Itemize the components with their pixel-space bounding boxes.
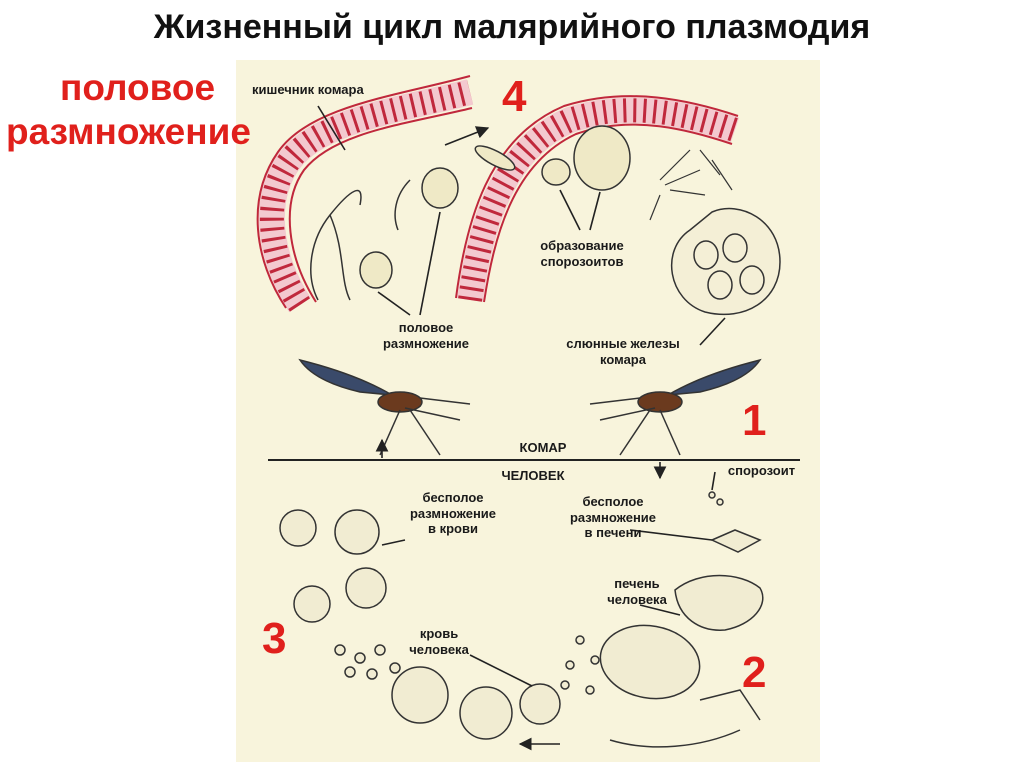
label-human-liver: печень человека xyxy=(592,576,682,607)
side-label-line2: размножение xyxy=(6,110,251,152)
label-asexual-blood-line2: размножение xyxy=(409,505,497,521)
label-sporozoite-formation-line2: спорозоитов xyxy=(540,253,624,269)
label-asexual-blood: бесполое размножение в крови xyxy=(398,490,508,537)
label-human-liver-line2: человека xyxy=(607,591,667,607)
label-salivary-glands-line2: комара xyxy=(600,351,646,367)
blood-cells xyxy=(279,509,561,740)
label-mosquito-gut: кишечник комара xyxy=(252,82,364,97)
mosquito-left xyxy=(298,358,471,456)
slide-title: Жизненный цикл малярийного плазмодия xyxy=(153,8,871,46)
mosquito-gut-right xyxy=(455,95,740,303)
label-human-liver-line1: печень xyxy=(614,576,660,591)
label-human: ЧЕЛОВЕК xyxy=(501,468,565,483)
label-asexual-liver: бесполое размножение в печени xyxy=(558,494,668,541)
liver-cells xyxy=(560,491,764,748)
stage-number-4: 4 xyxy=(502,72,527,121)
gametocyte-cells xyxy=(310,125,631,301)
label-human-blood-line1: кровь xyxy=(419,626,459,641)
label-sexual-reproduction-line1: половое xyxy=(398,320,454,335)
label-sporozoite-formation: образование спорозоитов xyxy=(522,238,642,269)
label-human-blood-line2: человека xyxy=(409,641,469,657)
side-label-line1: половое xyxy=(60,67,216,108)
side-label: половое размножение xyxy=(6,66,251,153)
sporozoite-burst xyxy=(649,149,733,221)
label-sexual-reproduction-line2: размножение xyxy=(382,335,470,351)
label-asexual-blood-line1: бесполое xyxy=(422,490,484,505)
label-asexual-blood-line3: в крови xyxy=(428,521,478,537)
mosquito-right xyxy=(589,358,762,456)
label-human-blood: кровь человека xyxy=(394,626,484,657)
label-salivary-glands: слюнные железы комара xyxy=(548,336,698,367)
label-asexual-liver-line2: размножение xyxy=(569,509,657,525)
salivary-gland xyxy=(670,207,781,316)
stage-number-1: 1 xyxy=(742,396,767,445)
arrows xyxy=(317,105,726,751)
label-sporozoite: спорозоит xyxy=(727,463,796,478)
label-sexual-reproduction: половое размножение xyxy=(366,320,486,351)
label-asexual-liver-line3: в печени xyxy=(584,525,642,541)
label-sporozoite-formation-line1: образование xyxy=(540,238,624,253)
label-salivary-glands-line1: слюнные железы xyxy=(566,336,680,351)
label-asexual-liver-line1: бесполое xyxy=(582,494,644,509)
label-mosquito: КОМАР xyxy=(519,440,567,455)
mosquito-gut-left xyxy=(256,75,474,313)
stage-number-3: 3 xyxy=(262,614,287,663)
stage-number-2: 2 xyxy=(742,648,767,697)
